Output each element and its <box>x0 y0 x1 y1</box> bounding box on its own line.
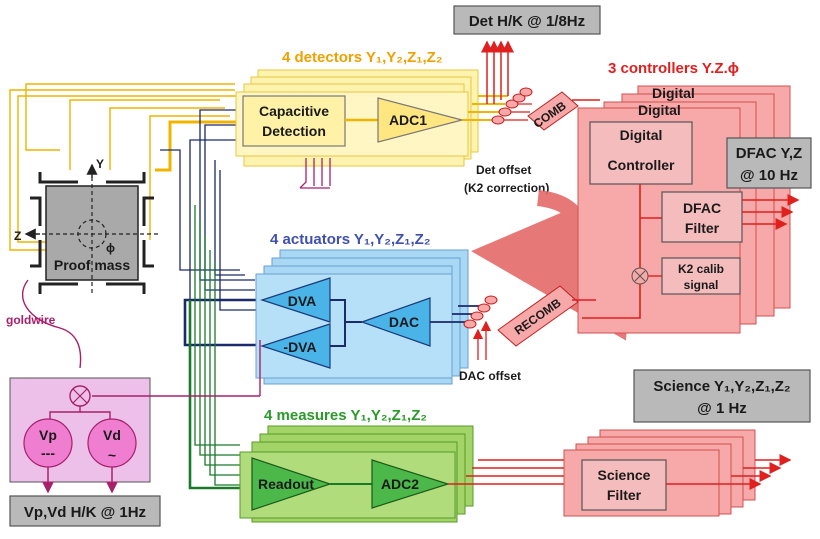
det-hk-label: Det H/K @ 1/8Hz <box>469 13 585 30</box>
vp-vd-hk-label: Vp,Vd H/K @ 1Hz <box>24 504 146 521</box>
science-outputs <box>666 454 792 490</box>
adc1-label: ADC1 <box>389 112 427 128</box>
vp-symbol: --- <box>41 445 55 461</box>
science-filter-label-2: Filter <box>607 487 642 503</box>
goldwire-label: goldwire <box>6 313 56 327</box>
vp-vd-multiplier <box>69 385 91 407</box>
digital-controller-label-2: Controller <box>608 157 675 173</box>
dva-to-dac-wires <box>330 299 362 347</box>
capacitive-label-2: Detection <box>262 123 326 139</box>
vp-vd-hk-box: Vp,Vd H/K @ 1Hz <box>9 495 161 527</box>
det-offset-label: Det offset <box>476 163 531 177</box>
dfac-rate-label-2: @ 10 Hz <box>740 167 798 184</box>
dfac-filter-label-2: Filter <box>685 220 720 236</box>
dfac-filter-label-1: DFAC <box>683 200 721 216</box>
capacitive-label-1: Capacitive <box>259 103 329 119</box>
k2-multiplier <box>631 267 649 285</box>
dac-offset-label: DAC offset <box>459 369 521 383</box>
dac-label: DAC <box>389 314 419 330</box>
proof-mass-label: Proof mass <box>54 257 130 273</box>
measure-wire-thick <box>188 300 260 490</box>
recomb-block[interactable]: RECOMB <box>497 285 579 347</box>
det-hk-arrows <box>481 40 514 104</box>
dfac-filter-block[interactable]: DFAC Filter <box>661 191 743 243</box>
dac-offset-arrows <box>472 320 492 360</box>
actuator-stack <box>255 249 469 385</box>
axes <box>28 170 160 296</box>
dfac-rate-box: DFAC Y,Z @ 10 Hz <box>726 137 812 189</box>
axis-phi-label: ϕ <box>106 241 115 255</box>
vd-symbol: ~ <box>108 447 116 463</box>
vd-label: Vd <box>103 427 121 443</box>
mult-to-vp <box>49 406 81 420</box>
digital-controller-label-1: Digital <box>620 127 663 143</box>
dva-block[interactable]: DVA <box>260 277 331 323</box>
det-magenta-bus <box>299 158 331 189</box>
dfac-rate-label-1: DFAC Y,Z <box>736 145 802 162</box>
actuator-wire-thick <box>183 298 262 347</box>
ctrl-to-recomb <box>582 284 641 319</box>
science-rate-label-1: Science Y₁,Y₂,Z₁,Z₂ <box>653 378 790 395</box>
comb-block[interactable]: COMB <box>527 91 579 131</box>
actuators-title: 4 actuators Y₁,Y₂,Z₁,Z₂ <box>270 231 431 248</box>
goldwire-line <box>21 279 82 369</box>
k2-calib-label-1: K2 calib <box>678 262 724 276</box>
science-filter-block[interactable]: Science Filter <box>581 459 667 511</box>
dva-label: DVA <box>288 293 317 309</box>
proof-mass[interactable]: Y Z ϕ Proof mass <box>14 157 160 296</box>
adc2-block[interactable]: ADC2 <box>371 459 450 509</box>
dfac-outputs <box>742 194 800 230</box>
science-filter-label-1: Science <box>598 467 651 483</box>
det-offset-adders <box>491 87 533 125</box>
axis-z-label: Z <box>14 229 21 243</box>
readout-block[interactable]: Readout <box>251 457 332 511</box>
readout-label: Readout <box>258 476 314 492</box>
controllers-title: 3 controllers Y.Z.ϕ <box>608 60 739 77</box>
k2-calib-block[interactable]: K2 calib signal <box>661 257 741 295</box>
k2-feedback-arrow <box>471 180 636 341</box>
k2-calib-label-2: signal <box>684 278 719 292</box>
detectors-title: 4 detectors Y₁,Y₂,Z₁,Z₂ <box>282 49 443 66</box>
det-hk-box: Det H/K @ 1/8Hz <box>453 5 601 35</box>
vp-label: Vp <box>39 427 57 443</box>
detector-wires <box>9 83 240 251</box>
neg-dva-label: -DVA <box>283 339 316 355</box>
adc1-block[interactable]: ADC1 <box>377 97 465 143</box>
dac-offset-adders <box>463 295 498 329</box>
mult-to-vd <box>80 411 111 420</box>
science-rate-label-2: @ 1 Hz <box>697 400 747 417</box>
det-to-comb-wires <box>504 103 532 121</box>
digital-stack-label-1: Digital <box>652 85 695 101</box>
digital-controller-block[interactable]: Digital Controller <box>589 121 693 185</box>
measures-title: 4 measures Y₁,Y₂,Z₁,Z₂ <box>264 407 427 424</box>
vd-source[interactable]: Vd ~ <box>87 418 137 468</box>
detector-wire-thick <box>155 120 245 172</box>
adc2-label: ADC2 <box>381 476 419 492</box>
k2-correction-label: (K2 correction) <box>464 181 549 195</box>
capacitive-detection-block[interactable]: Capacitive Detection <box>242 95 346 147</box>
electrodes <box>30 172 154 294</box>
digital-stack-label-2: Digital <box>638 102 681 118</box>
axis-y-label: Y <box>96 157 104 171</box>
science-rate-box: Science Y₁,Y₂,Z₁,Z₂ @ 1 Hz <box>633 369 811 423</box>
vp-source[interactable]: Vp --- <box>23 418 73 468</box>
